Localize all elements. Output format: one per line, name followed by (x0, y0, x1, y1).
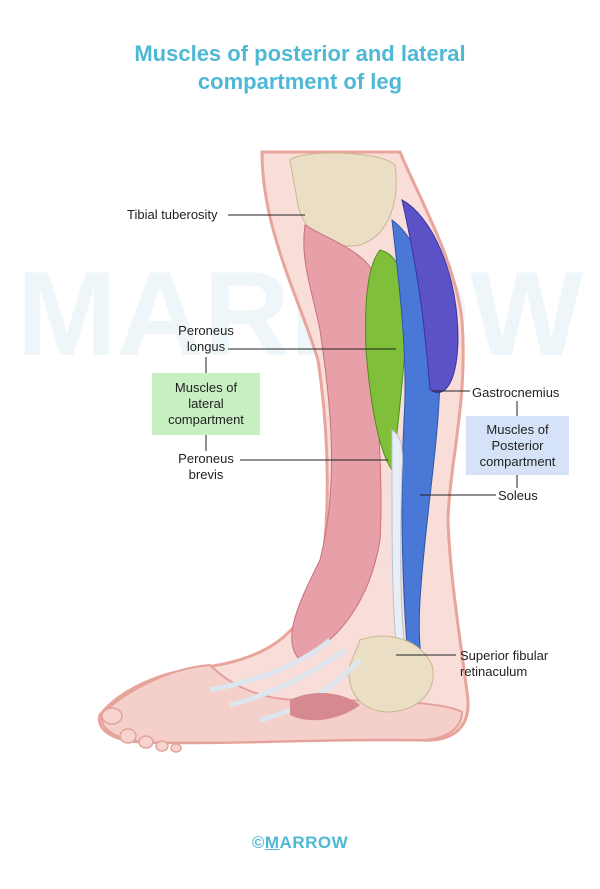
label-peroneus-longus: Peroneus longus (166, 323, 246, 355)
label-superior-fibular-retinaculum: Superior fibular retinaculum (460, 648, 548, 680)
label-superior-fibular-line-1: Superior fibular (460, 648, 549, 663)
label-peroneus-brevis-line-1: Peroneus (178, 451, 234, 466)
lateral-box-line-2: lateral (188, 396, 224, 411)
foot-muscle (290, 693, 360, 721)
copyright-symbol: © (251, 833, 265, 852)
toe-3 (138, 735, 154, 749)
label-peroneus-brevis-line-2: brevis (188, 467, 224, 482)
toe-5 (170, 743, 182, 753)
lateral-compartment-box: Muscles of lateral compartment (152, 373, 260, 435)
posterior-compartment-box: Muscles of Posterior compartment (466, 416, 569, 475)
posterior-box-line-2: Posterior (491, 437, 544, 453)
label-superior-fibular-line-2: retinaculum (460, 664, 528, 679)
page-title: Muscles of posterior and lateral compart… (0, 40, 600, 96)
label-gastrocnemius: Gastrocnemius (472, 385, 560, 400)
toe-1 (101, 707, 123, 725)
footer-brand: ©MARROW (0, 833, 600, 853)
label-soleus: Soleus (498, 488, 538, 503)
posterior-box-line-3: compartment (479, 453, 556, 469)
label-peroneus-brevis: Peroneus brevis (166, 451, 246, 483)
label-tibial-tuberosity: Tibial tuberosity (127, 207, 218, 222)
posterior-box-line-1: Muscles of (486, 421, 549, 437)
brand-first-letter: M (264, 833, 280, 852)
brand-rest: ARROW (279, 833, 349, 852)
fibula-tendon (391, 429, 405, 643)
title-line-2: compartment of leg (197, 69, 403, 94)
lateral-box-line-3: compartment (168, 412, 244, 427)
toe-4 (155, 740, 169, 752)
lateral-box-line-1: Muscles of (174, 380, 238, 395)
gastrocnemius-muscle (401, 199, 459, 393)
label-peroneus-longus-line-1: Peroneus (178, 323, 234, 338)
label-peroneus-longus-line-2: longus (186, 339, 226, 354)
foot-tendon-1 (209, 638, 332, 693)
toe-2 (119, 728, 137, 744)
title-line-1: Muscles of posterior and lateral (134, 41, 466, 66)
foot-tendon-2 (229, 647, 347, 708)
